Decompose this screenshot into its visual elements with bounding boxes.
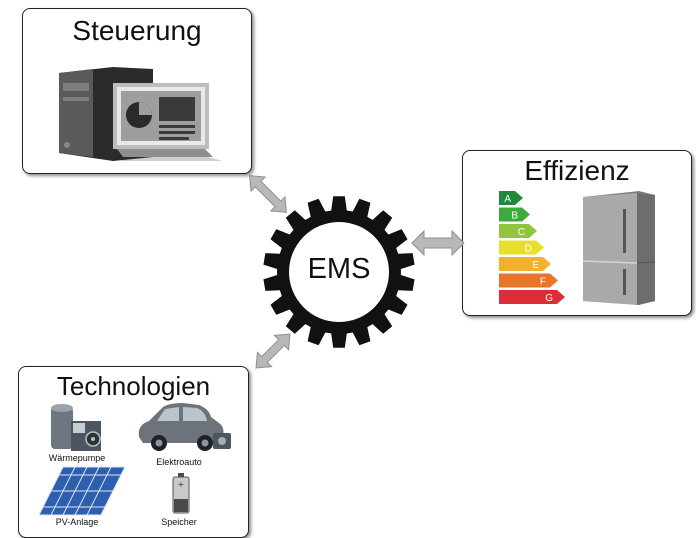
energy-class-d: D xyxy=(499,240,544,255)
technologien-title: Technologien xyxy=(56,371,211,401)
heat-pump-icon xyxy=(51,404,101,451)
double-arrow-technologien xyxy=(255,333,291,369)
ems-gear-icon xyxy=(263,196,415,348)
double-arrow-effizienz xyxy=(411,229,465,257)
svg-text:A: A xyxy=(504,194,511,205)
steuerung-title: Steuerung xyxy=(72,15,202,46)
effizienz-title: Effizienz xyxy=(524,155,630,186)
electric-car-icon xyxy=(138,403,231,451)
computer-icon xyxy=(59,67,223,161)
energy-class-b: B xyxy=(499,207,530,222)
energy-class-f: F xyxy=(499,273,558,288)
double-arrow-steuerung xyxy=(249,175,287,213)
svg-text:+: + xyxy=(178,480,185,489)
svg-text:G: G xyxy=(545,293,553,304)
energy-class-e: E xyxy=(499,257,551,271)
svg-text:D: D xyxy=(525,244,532,255)
svg-text:C: C xyxy=(518,227,525,238)
energy-class-c: C xyxy=(499,224,537,238)
gear-hub xyxy=(289,222,389,322)
battery-icon: + xyxy=(172,473,190,514)
fridge-icon xyxy=(582,191,656,305)
tech-item-label: Speicher xyxy=(161,517,197,527)
tech-item-label: Wärmepumpe xyxy=(48,453,106,463)
svg-text:E: E xyxy=(532,260,539,271)
energy-class-g: G xyxy=(499,290,565,304)
solar-panel-icon xyxy=(39,466,126,516)
tech-item-label: PV-Anlage xyxy=(55,517,99,527)
ems-label: EMS xyxy=(307,253,371,285)
svg-text:B: B xyxy=(511,211,518,222)
tech-item-label: Elektroauto xyxy=(156,457,202,467)
steuerung-panel: Steuerung xyxy=(22,8,252,174)
svg-text:F: F xyxy=(540,277,546,288)
technologien-panel: Technologien Wärmepumpe Elektroauto xyxy=(18,366,249,538)
energy-class-a: A xyxy=(499,191,523,205)
